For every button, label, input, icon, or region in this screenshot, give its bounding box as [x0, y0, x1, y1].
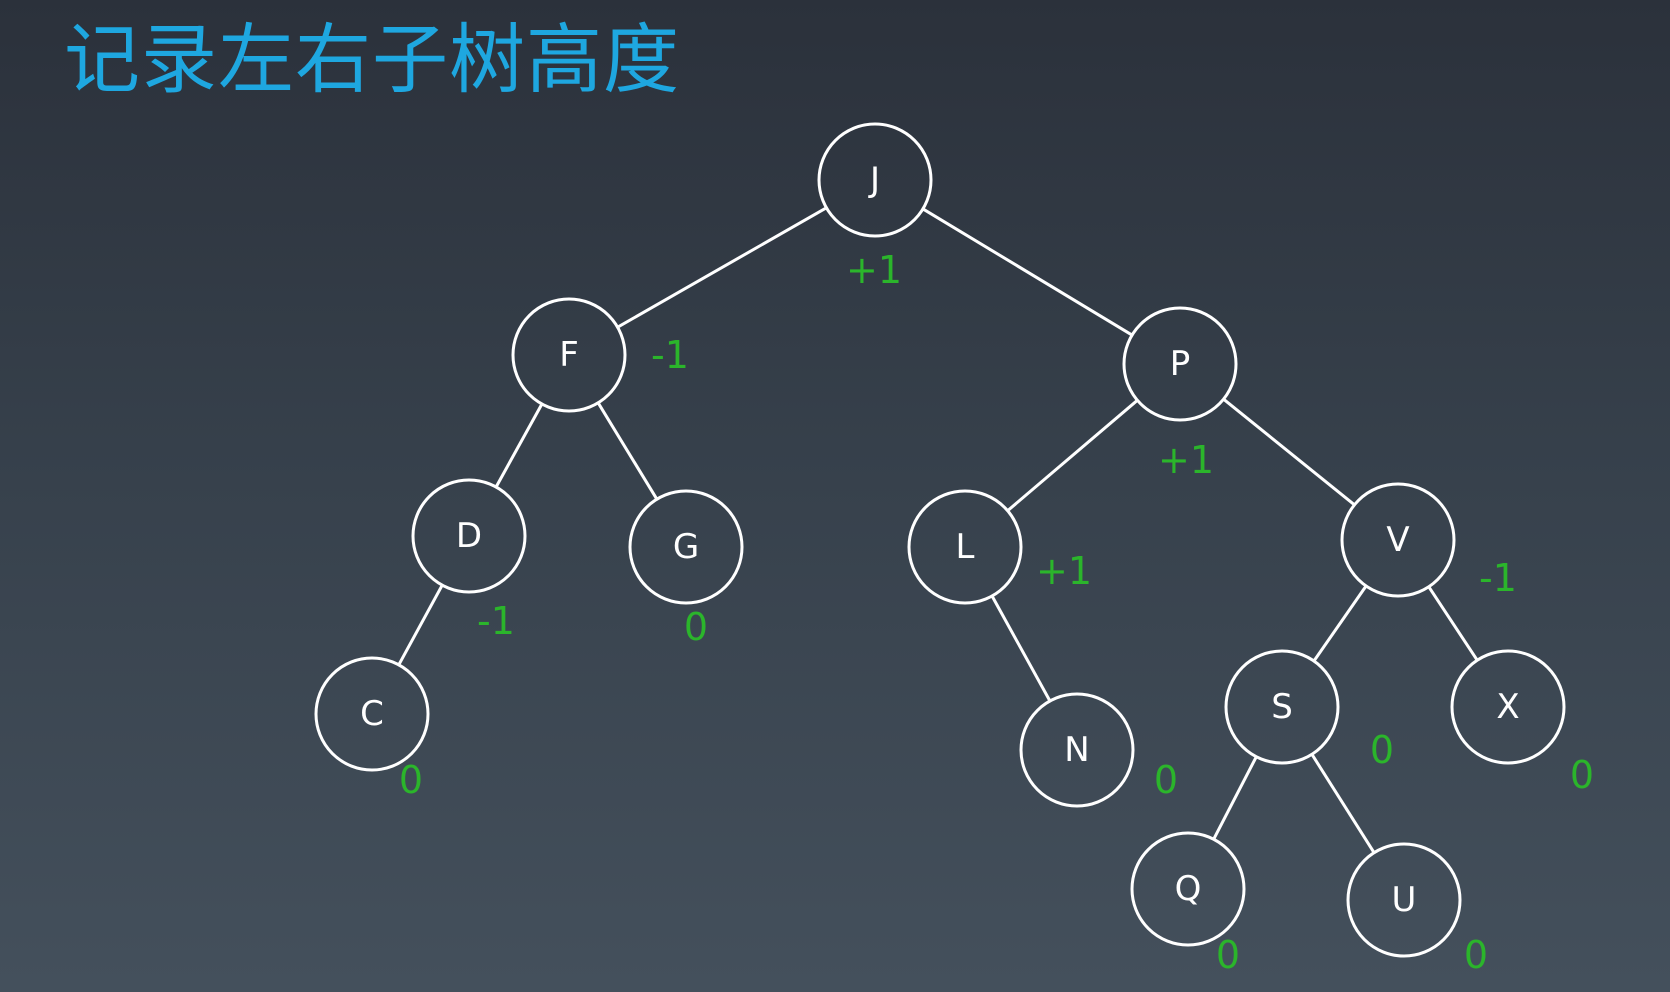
edge-j-f — [616, 206, 828, 329]
node-label-p: P — [1170, 344, 1191, 384]
balance-label-n: 0 — [1154, 758, 1178, 802]
edge-p-v — [1222, 398, 1356, 506]
edge-v-s — [1312, 585, 1368, 662]
node-circle-n — [1019, 692, 1135, 808]
node-circle-x — [1450, 649, 1566, 765]
balance-label-f: -1 — [651, 333, 689, 377]
balance-label-v: -1 — [1479, 556, 1517, 600]
tree-node-q: Q — [1130, 831, 1246, 947]
node-circle-s — [1224, 649, 1340, 765]
node-circle-v — [1340, 482, 1456, 598]
node-circle-l — [907, 489, 1023, 605]
tree-node-c: C — [314, 656, 430, 772]
tree-nodes: J F P D G L V C N S X Q U — [314, 122, 1566, 958]
edge-l-n — [990, 595, 1052, 702]
node-label-j: J — [868, 160, 880, 200]
balance-label-c: 0 — [399, 758, 423, 802]
tree-node-f: F — [511, 297, 627, 413]
edge-s-u — [1310, 753, 1376, 854]
node-label-c: C — [360, 694, 384, 734]
balance-label-p: +1 — [1158, 438, 1214, 482]
page-title: 记录左右子树高度 — [64, 15, 680, 104]
edge-v-x — [1427, 585, 1479, 662]
edge-d-c — [397, 584, 444, 666]
node-circle-c — [314, 656, 430, 772]
node-circle-p — [1122, 306, 1238, 422]
node-circle-d — [411, 478, 527, 594]
tree-node-g: G — [628, 489, 744, 605]
node-label-u: U — [1392, 880, 1417, 920]
edge-s-q — [1212, 756, 1258, 840]
edge-f-d — [494, 403, 544, 488]
tree-edges — [397, 206, 1479, 854]
balance-label-g: 0 — [684, 605, 708, 649]
balance-label-d: -1 — [477, 599, 515, 643]
tree-node-x: X — [1450, 649, 1566, 765]
edge-f-g — [596, 402, 659, 500]
balance-label-q: 0 — [1216, 933, 1240, 977]
tree-node-u: U — [1346, 842, 1462, 958]
tree-node-l: L — [907, 489, 1023, 605]
edge-p-l — [1006, 399, 1139, 512]
balance-labels: +1 -1 +1 -1 0 +1 -1 0 0 0 0 0 0 — [399, 248, 1594, 977]
node-label-f: F — [559, 335, 579, 375]
node-label-v: V — [1386, 520, 1409, 560]
tree-node-p: P — [1122, 306, 1238, 422]
tree-node-v: V — [1340, 482, 1456, 598]
balance-label-u: 0 — [1464, 933, 1488, 977]
node-label-g: G — [673, 527, 699, 567]
tree-node-j: J — [817, 122, 933, 238]
tree-node-n: N — [1019, 692, 1135, 808]
balance-label-x: 0 — [1570, 753, 1594, 797]
tree-node-s: S — [1224, 649, 1340, 765]
node-circle-j — [817, 122, 933, 238]
node-circle-q — [1130, 831, 1246, 947]
edge-j-p — [922, 207, 1133, 337]
balance-label-j: +1 — [846, 248, 902, 292]
node-label-q: Q — [1175, 869, 1202, 909]
node-label-d: D — [456, 516, 482, 556]
tree-node-d: D — [411, 478, 527, 594]
balance-label-s: 0 — [1370, 728, 1394, 772]
node-label-x: X — [1496, 687, 1519, 727]
node-circle-g — [628, 489, 744, 605]
node-circle-u — [1346, 842, 1462, 958]
node-label-s: S — [1271, 687, 1293, 727]
node-label-l: L — [956, 527, 975, 567]
node-circle-f — [511, 297, 627, 413]
node-label-n: N — [1064, 730, 1089, 770]
balance-label-l: +1 — [1036, 549, 1092, 593]
